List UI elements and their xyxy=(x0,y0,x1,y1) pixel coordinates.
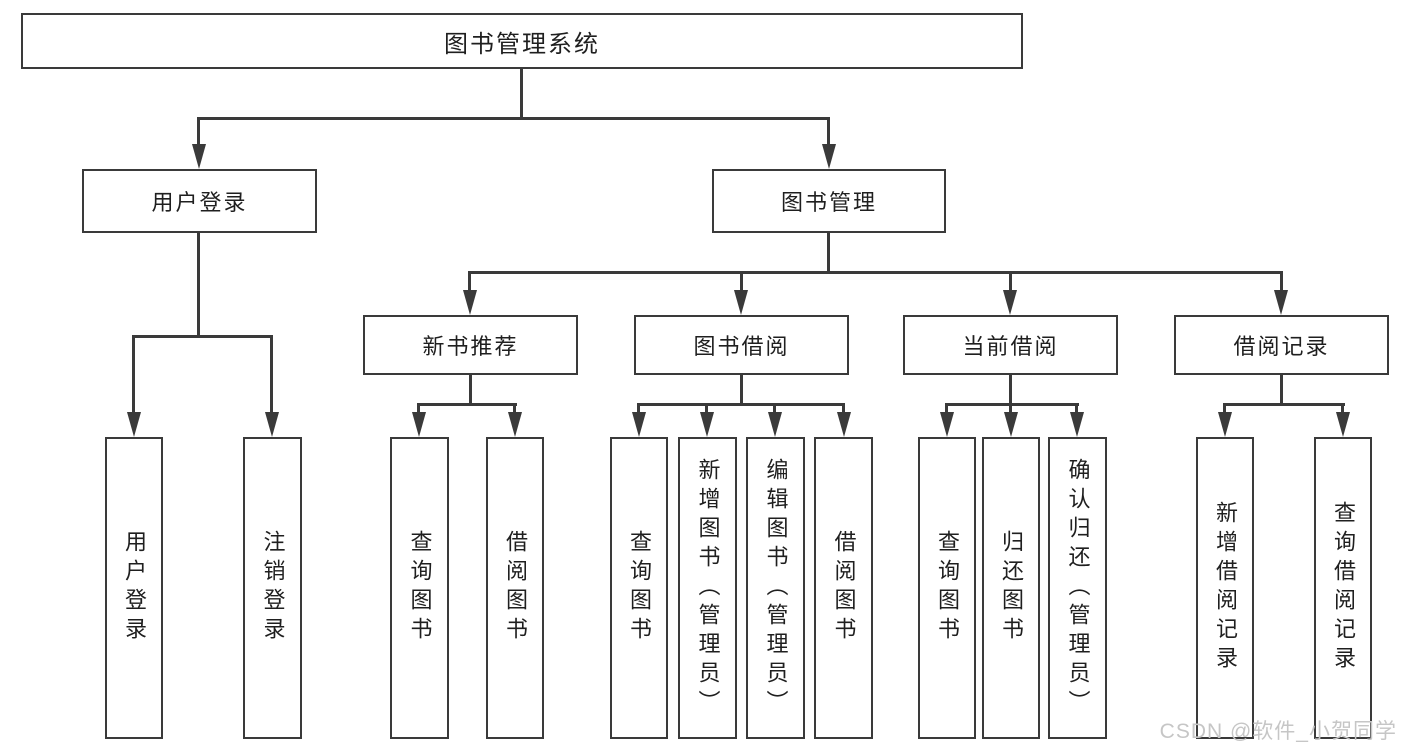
leaf-record-add-record-label: 新增借阅记录 xyxy=(1213,501,1238,675)
leaf-borrow-borrow-book: 借阅图书 xyxy=(814,437,873,739)
leaf-recommend-borrow-book-label: 借阅图书 xyxy=(503,530,528,646)
connector-book-borrow-stem xyxy=(740,375,743,406)
leaf-current-query-book: 查询图书 xyxy=(918,437,976,739)
connector-root-crossbar xyxy=(197,117,830,120)
connector-borrow-record-crossbar xyxy=(1223,403,1345,406)
connector-book-management-stem xyxy=(827,233,830,274)
leaf-current-return-book: 归还图书 xyxy=(982,437,1040,739)
leaf-logout-label: 注销登录 xyxy=(260,530,286,646)
arrowhead-book-borrow xyxy=(734,290,748,315)
leaf-borrow-edit-book-admin: 编辑图书（管理员） xyxy=(746,437,805,739)
connector-current-borrow-stem xyxy=(1009,375,1012,406)
arrowhead-leaf-logout xyxy=(265,412,279,437)
connector-user-login-stem xyxy=(197,233,200,338)
leaf-borrow-add-book-admin: 新增图书（管理员） xyxy=(678,437,737,739)
connector-stem-leaf-logout xyxy=(270,335,273,413)
arrowhead-rec-query-book xyxy=(412,412,426,437)
connector-stem-record-query-record xyxy=(1341,403,1344,414)
arrowhead-rec-borrow-book xyxy=(508,412,522,437)
connector-borrow-record-stem xyxy=(1280,375,1283,406)
connector-user-login-crossbar xyxy=(132,335,273,338)
leaf-current-return-book-label: 归还图书 xyxy=(999,530,1024,646)
leaf-record-add-record: 新增借阅记录 xyxy=(1196,437,1254,739)
leaf-record-query-record-label: 查询借阅记录 xyxy=(1331,501,1356,675)
arrowhead-borrow-query-book xyxy=(632,412,646,437)
node-current-borrow: 当前借阅 xyxy=(903,315,1118,375)
connector-stem-rec-borrow-book xyxy=(513,403,516,414)
connector-stem-book-borrow xyxy=(740,271,743,291)
leaf-recommend-borrow-book: 借阅图书 xyxy=(486,437,544,739)
node-user-login: 用户登录 xyxy=(82,169,317,233)
arrowhead-leaf-user-login xyxy=(127,412,141,437)
connector-book-management-crossbar xyxy=(468,271,1283,274)
connector-current-borrow-crossbar xyxy=(945,403,1079,406)
connector-new-book-recommend-crossbar xyxy=(417,403,517,406)
node-root-library-management-system: 图书管理系统 xyxy=(21,13,1023,69)
arrowhead-book-management xyxy=(822,144,836,169)
connector-stem-book-management xyxy=(827,117,830,145)
arrowhead-borrow-add-book xyxy=(700,412,714,437)
arrowhead-current-borrow xyxy=(1003,290,1017,315)
arrowhead-current-confirm-return xyxy=(1070,412,1084,437)
leaf-current-confirm-return-admin: 确认归还（管理员） xyxy=(1048,437,1107,739)
arrowhead-current-query-book xyxy=(940,412,954,437)
leaf-borrow-query-book-label: 查询图书 xyxy=(627,530,652,646)
connector-root-stem xyxy=(520,69,523,120)
connector-stem-record-add-record xyxy=(1223,403,1226,414)
leaf-borrow-borrow-book-label: 借阅图书 xyxy=(831,530,857,646)
arrowhead-new-book-recommend xyxy=(463,290,477,315)
leaf-borrow-query-book: 查询图书 xyxy=(610,437,668,739)
node-borrow-record: 借阅记录 xyxy=(1174,315,1389,375)
connector-stem-current-query-book xyxy=(945,403,948,414)
connector-new-book-recommend-stem xyxy=(469,375,472,406)
leaf-current-query-book-label: 查询图书 xyxy=(935,530,960,646)
connector-stem-leaf-user-login xyxy=(132,335,135,413)
connector-stem-current-confirm-return xyxy=(1075,403,1078,414)
connector-stem-rec-query-book xyxy=(417,403,420,414)
connector-stem-borrow-add-book xyxy=(705,403,708,414)
arrowhead-borrow-edit-book xyxy=(768,412,782,437)
csdn-watermark: CSDN @软件_小贺同学 xyxy=(1159,720,1397,743)
connector-book-borrow-crossbar xyxy=(637,403,845,406)
leaf-current-confirm-return-admin-label: 确认归还（管理员） xyxy=(1065,457,1091,719)
leaf-logout: 注销登录 xyxy=(243,437,302,739)
leaf-borrow-add-book-admin-label: 新增图书（管理员） xyxy=(695,457,721,719)
leaf-recommend-query-book: 查询图书 xyxy=(390,437,449,739)
leaf-recommend-query-book-label: 查询图书 xyxy=(407,530,433,646)
arrowhead-record-add-record xyxy=(1218,412,1232,437)
connector-stem-borrow-edit-book xyxy=(773,403,776,414)
connector-stem-borrow-query-book xyxy=(637,403,640,414)
arrowhead-record-query-record xyxy=(1336,412,1350,437)
leaf-user-login-label: 用户登录 xyxy=(122,530,147,646)
connector-stem-current-return-book xyxy=(1009,403,1012,414)
arrowhead-borrow-record xyxy=(1274,290,1288,315)
connector-stem-borrow-record xyxy=(1280,271,1283,291)
connector-stem-current-borrow xyxy=(1009,271,1012,291)
node-book-borrow: 图书借阅 xyxy=(634,315,849,375)
arrowhead-user-login xyxy=(192,144,206,169)
connector-stem-borrow-borrow-book xyxy=(842,403,845,414)
arrowhead-borrow-borrow-book xyxy=(837,412,851,437)
leaf-user-login: 用户登录 xyxy=(105,437,163,739)
arrowhead-current-return-book xyxy=(1004,412,1018,437)
leaf-borrow-edit-book-admin-label: 编辑图书（管理员） xyxy=(763,457,789,719)
connector-stem-user-login xyxy=(197,117,200,145)
leaf-record-query-record: 查询借阅记录 xyxy=(1314,437,1372,739)
node-book-management: 图书管理 xyxy=(712,169,946,233)
node-new-book-recommend: 新书推荐 xyxy=(363,315,578,375)
connector-stem-new-book-recommend xyxy=(468,271,471,291)
